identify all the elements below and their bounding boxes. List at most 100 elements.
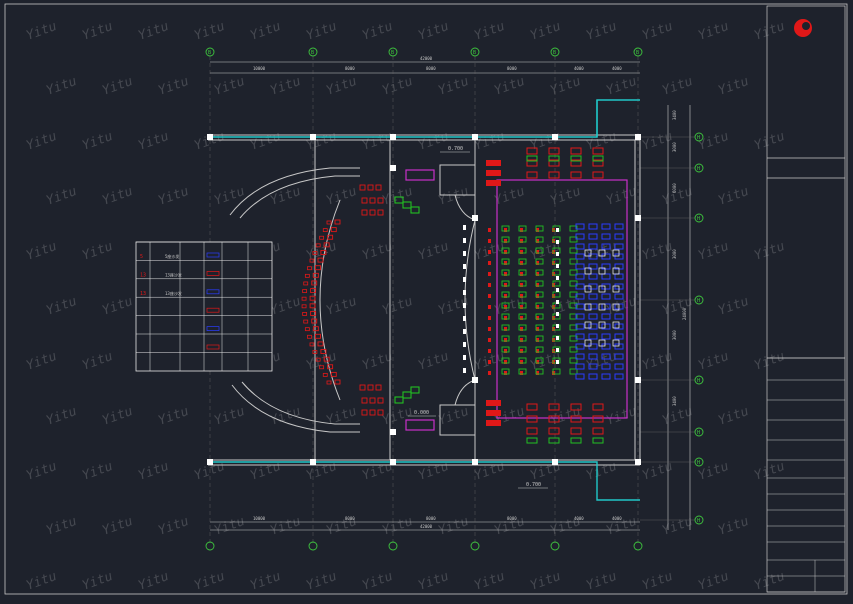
watermark-text: Yitu: [192, 19, 227, 44]
green-seat: [569, 324, 578, 331]
white-marker: [463, 303, 466, 308]
watermark-text: Yitu: [604, 74, 639, 99]
green-seat: [552, 368, 561, 375]
legend-label: 13座沙发: [165, 290, 182, 296]
red-seat-small: [552, 338, 555, 342]
white-marker: [556, 252, 559, 256]
watermark-text: Yitu: [100, 74, 135, 99]
blue-seat: [601, 303, 611, 310]
white-marker: [463, 277, 466, 282]
green-lounge-seat: [394, 396, 404, 404]
axis-bubble-right: [694, 295, 704, 305]
watermark-text: Yitu: [268, 184, 303, 209]
watermark-text: Yitu: [640, 239, 675, 264]
red-seat-small: [520, 283, 523, 287]
green-seat: [535, 324, 544, 331]
green-booth-seat: [570, 155, 582, 162]
red-seat: [361, 197, 368, 204]
red-seat: [334, 379, 341, 385]
watermark-text: Yitu: [24, 569, 59, 594]
watermark-text: Yitu: [584, 349, 619, 374]
red-seat-small: [488, 283, 491, 287]
watermark-text: Yitu: [380, 184, 415, 209]
legend-sample: [206, 307, 220, 313]
axis-bubble-top: [205, 47, 215, 57]
watermark-text: Yitu: [268, 294, 303, 319]
right-dimension-line: [667, 105, 691, 530]
elevation-mark-left: 0.000: [408, 410, 436, 417]
red-seat: [359, 184, 366, 191]
red-seat-small: [488, 239, 491, 243]
green-seat: [518, 324, 527, 331]
green-seat: [518, 357, 527, 364]
green-seat: [518, 335, 527, 342]
dimension-text-right: 3400: [672, 396, 677, 406]
white-fixture: [584, 303, 592, 311]
watermark-text: Yitu: [716, 514, 751, 539]
watermark-text: Yitu: [100, 294, 135, 319]
white-fixture: [598, 339, 606, 347]
watermark-text: Yitu: [492, 74, 527, 99]
green-lounge-seat: [410, 386, 420, 394]
red-seat-small: [536, 294, 539, 298]
red-seat: [319, 235, 325, 240]
white-fixture: [598, 321, 606, 329]
blue-seat: [588, 333, 598, 340]
red-seat-small: [504, 305, 507, 309]
blue-seat: [575, 293, 585, 300]
green-seat: [569, 357, 578, 364]
red-seat-small: [504, 371, 507, 375]
watermark-text: Yitu: [192, 569, 227, 594]
red-seat-small: [520, 250, 523, 254]
watermark-text: Yitu: [528, 19, 563, 44]
axis-label-top: B: [391, 50, 394, 56]
top-dimension-line: [210, 61, 640, 74]
dimension-text-right: 3000: [672, 249, 677, 259]
red-seat-small: [488, 316, 491, 320]
red-seat: [323, 356, 330, 362]
white-marker: [463, 264, 466, 269]
watermark-text: Yitu: [248, 129, 283, 154]
green-seat: [518, 291, 527, 298]
white-marker: [463, 355, 466, 360]
red-seat-small: [504, 239, 507, 243]
white-marker: [463, 342, 466, 347]
blue-seat: [588, 343, 598, 350]
column-square: [390, 429, 396, 435]
green-seat: [535, 357, 544, 364]
white-fixture: [612, 285, 620, 293]
column-square: [207, 134, 213, 140]
green-seat: [501, 313, 510, 320]
svg-text:0.000: 0.000: [414, 410, 429, 416]
axis-bubble-bottom: [470, 541, 480, 551]
white-fixture: [598, 303, 606, 311]
red-seat-small: [520, 272, 523, 276]
green-seat: [569, 269, 578, 276]
watermark-text: Yitu: [696, 239, 731, 264]
green-seat: [569, 313, 578, 320]
red-booth-seat: [570, 427, 582, 435]
red-seat-small: [504, 261, 507, 265]
green-seat: [535, 335, 544, 342]
red-seat-small: [552, 294, 555, 298]
column-square: [635, 215, 641, 221]
blue-seat: [575, 243, 585, 250]
elevation-mark-bottom: 0.700: [518, 482, 548, 489]
white-fixture: [598, 249, 606, 257]
blue-seat: [588, 233, 598, 240]
dimension-text-right: 3000: [672, 330, 677, 340]
dimension-text-bottom: 8000: [426, 516, 436, 521]
red-seat-small: [536, 239, 539, 243]
blue-seat: [575, 283, 585, 290]
red-seat-small: [488, 272, 491, 276]
red-table: [492, 180, 501, 186]
legend-sample: [206, 271, 220, 276]
watermark-text: Yitu: [380, 514, 415, 539]
blue-seat: [601, 293, 611, 300]
watermark-text: Yitu: [380, 404, 415, 429]
green-seat: [501, 291, 510, 298]
blue-seat: [601, 323, 611, 330]
red-booth-seat: [526, 415, 538, 423]
